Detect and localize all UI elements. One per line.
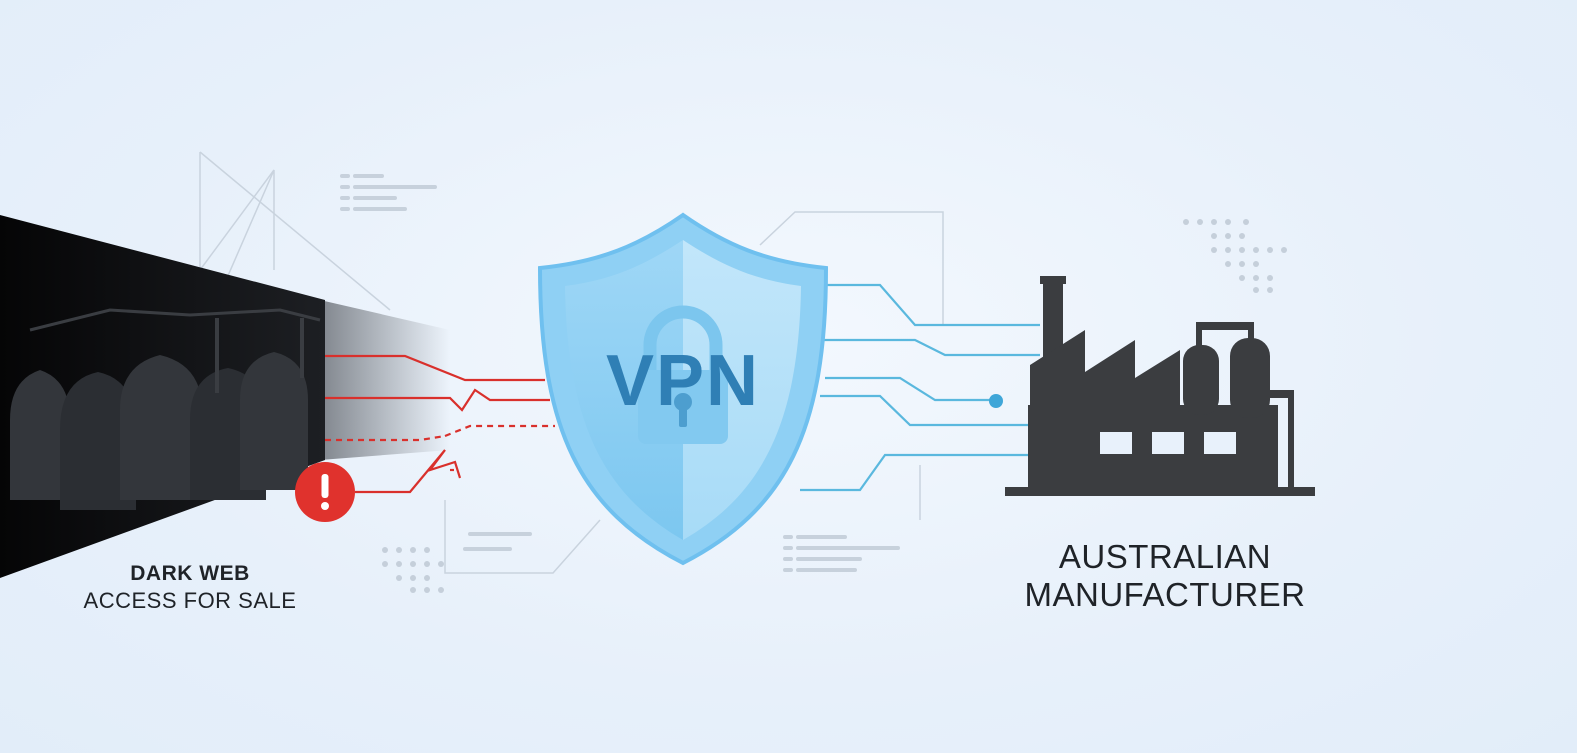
threat-connections [325,354,555,494]
light-beam [320,300,450,460]
shield-icon: VPN [537,212,829,566]
background-decoration [199,151,944,574]
dark-web-label: DARK WEB ACCESS FOR SALE [60,562,320,614]
padlock-icon [638,305,728,444]
dark-web-subtitle: ACCESS FOR SALE [83,588,297,613]
dark-web-scene [0,215,450,578]
text-lines-decoration [340,174,900,572]
exclamation-alert-icon [295,462,355,522]
manufacturer-label: AUSTRALIAN MANUFACTURER [990,538,1340,614]
vpn-text: VPN [606,341,760,421]
hooded-figures-icon [10,308,321,510]
manufacturer-line-1: AUSTRALIAN [1058,538,1272,575]
dot-grid-decoration [382,219,1287,593]
secure-connections [800,283,1045,492]
connection-node [989,394,1003,408]
factory-icon [1005,276,1315,496]
manufacturer-line-2: MANUFACTURER [1024,576,1306,613]
dark-web-title: DARK WEB [130,562,250,585]
